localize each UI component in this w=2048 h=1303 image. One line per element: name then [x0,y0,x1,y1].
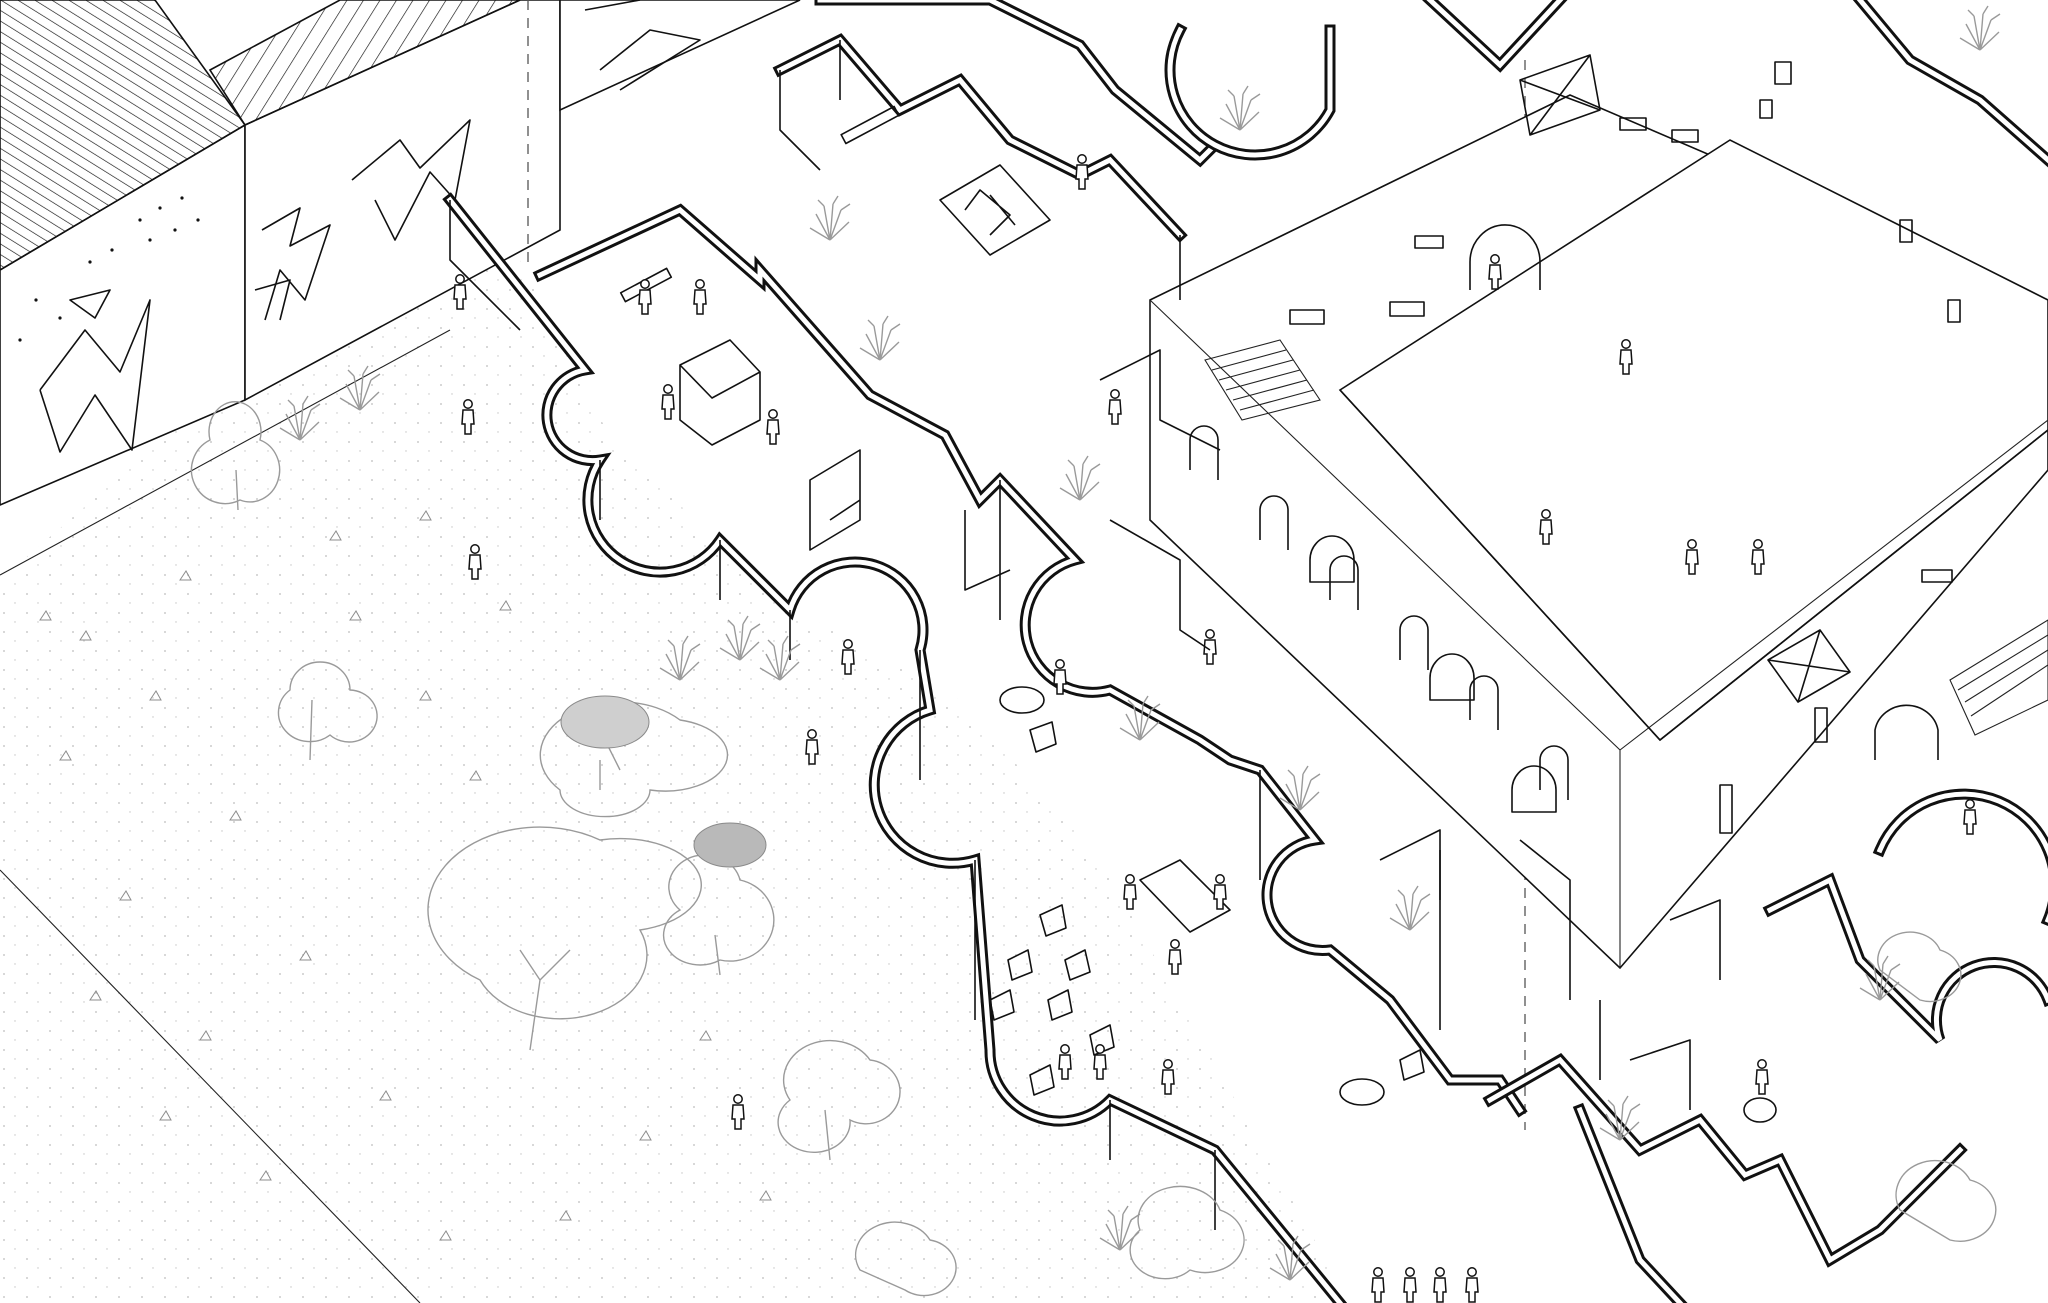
stepped-elements [1099,349,1721,1110]
wall-faces [449,40,1601,1230]
courtyard-block [1149,54,2048,970]
walls [442,0,2048,1303]
site-edge-upper [0,329,451,576]
ground-speckle [0,200,1350,1303]
stair [1204,339,2048,736]
neighbour-buildings [0,0,801,506]
site-edge-lower [0,869,421,1303]
ground-texture [39,510,772,1241]
trees [190,401,1997,1297]
furniture [989,686,1777,1123]
tree-canopies [560,695,767,868]
